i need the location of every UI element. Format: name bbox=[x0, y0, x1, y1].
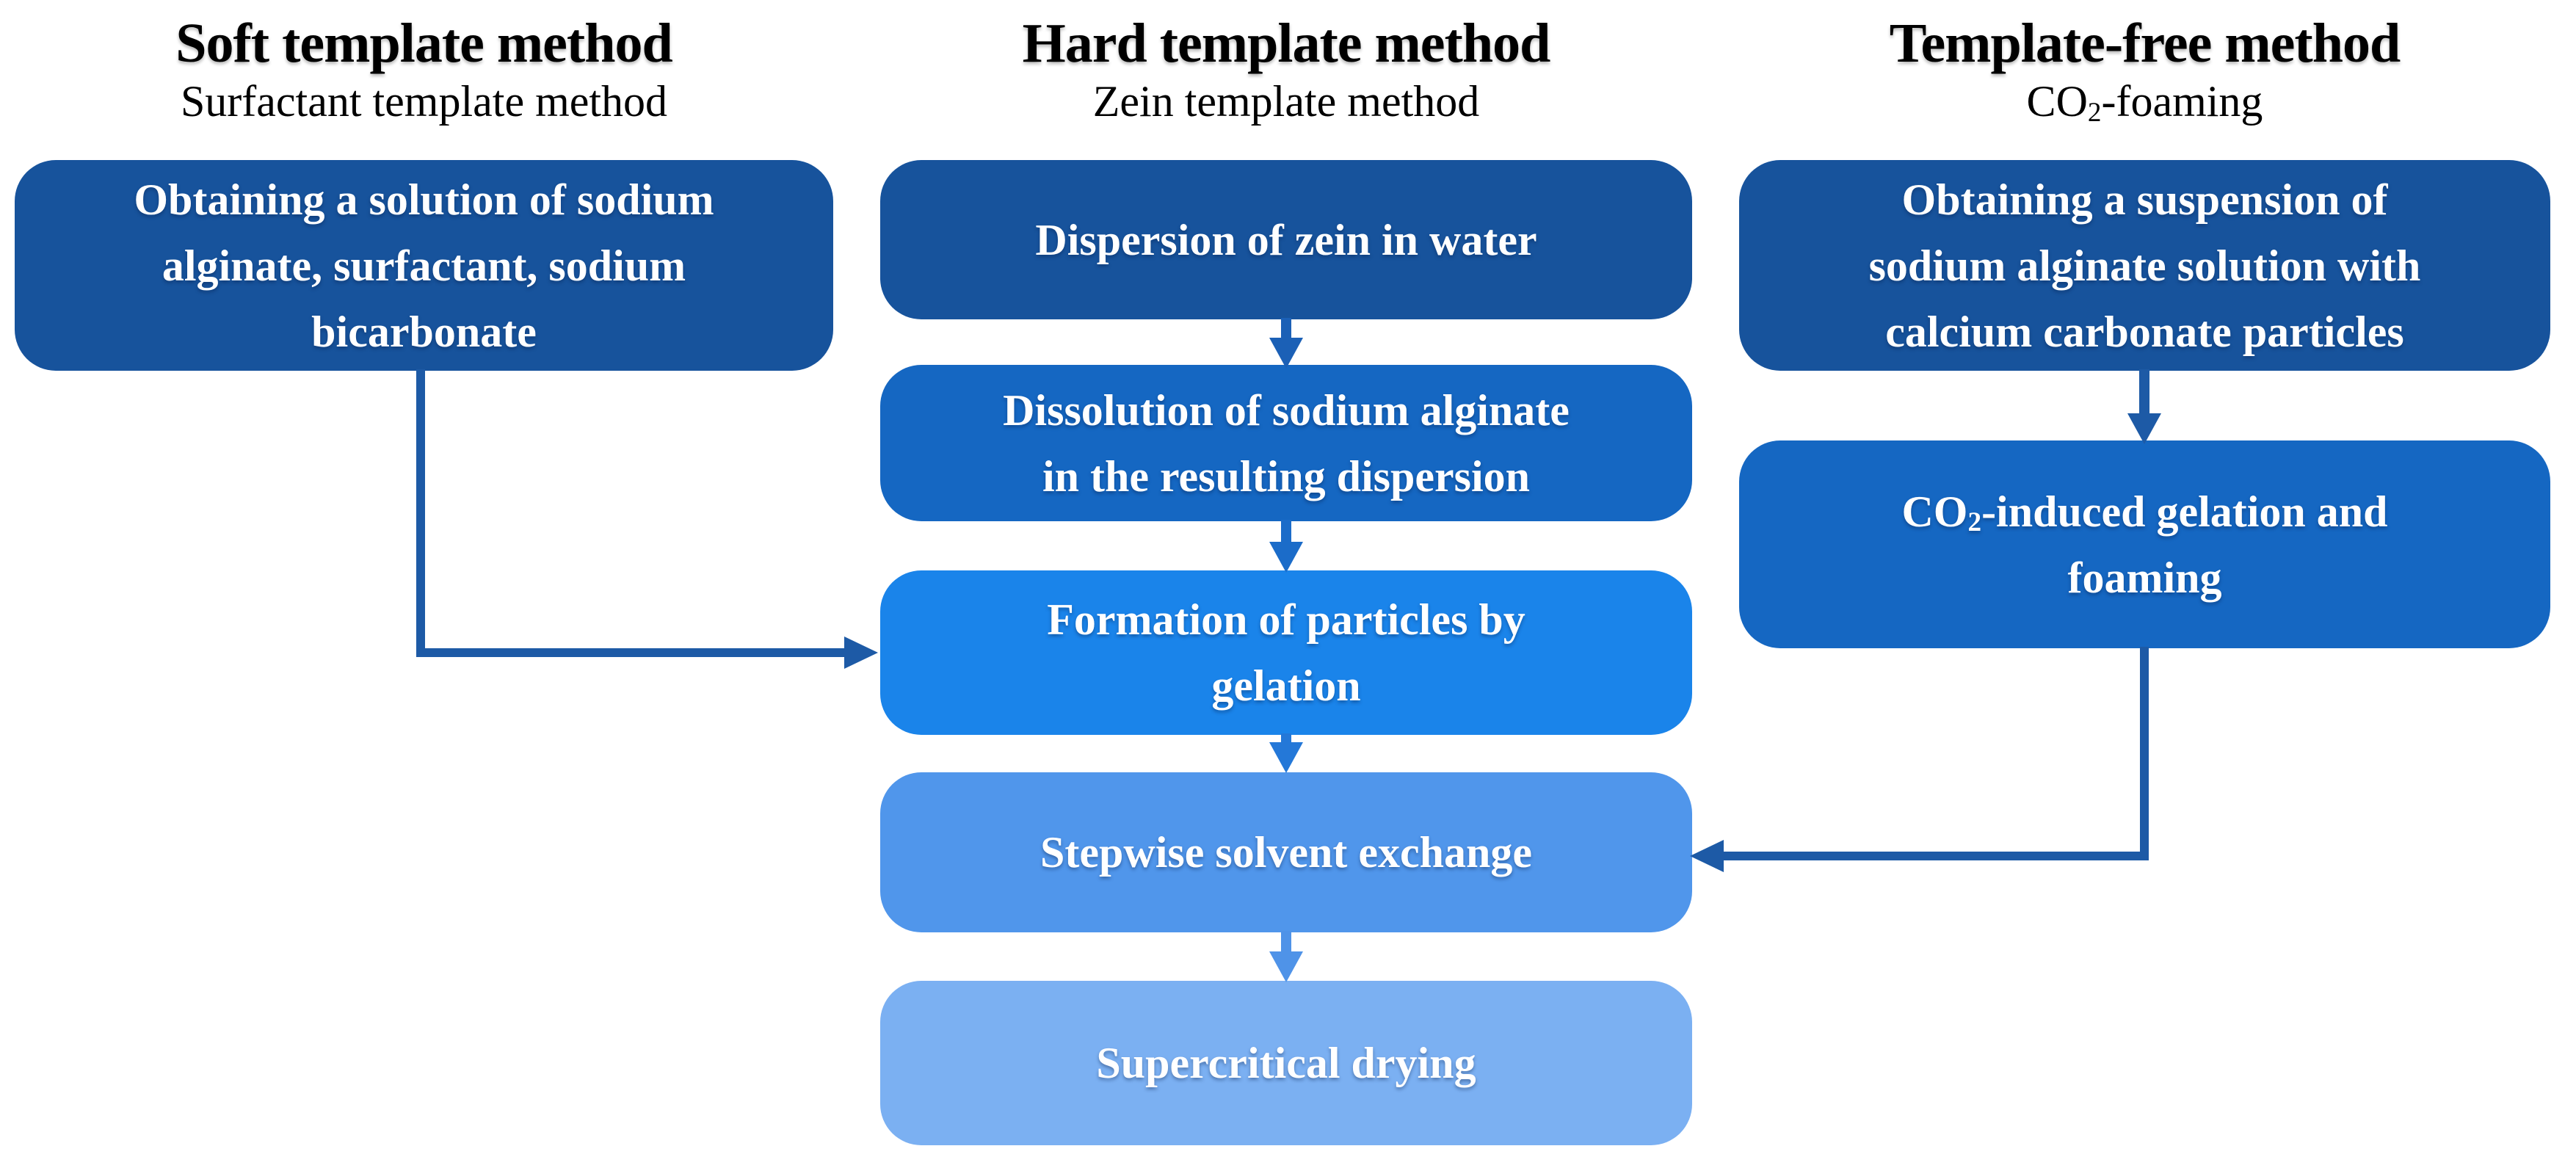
column-title-soft-template: Soft template method bbox=[175, 12, 673, 74]
arrow-m1-m2-shaft bbox=[1281, 318, 1291, 340]
box-text-line: gelation bbox=[1211, 661, 1361, 710]
box-text-line: CO2-induced gelation and bbox=[1901, 479, 2387, 545]
arrow-r1-r2-shaft bbox=[2139, 369, 2149, 415]
connector-left-arrowhead bbox=[844, 636, 878, 669]
box-text-line: Stepwise solvent exchange bbox=[1040, 828, 1532, 877]
arrow-m3-m4-arrowhead bbox=[1269, 742, 1303, 773]
box-text-line: alginate, surfactant, sodium bbox=[162, 241, 686, 290]
arrow-r1-r2-arrowhead bbox=[2127, 413, 2161, 444]
column-title-template-free: Template-free method bbox=[1889, 12, 2401, 74]
box-text-line: foaming bbox=[2067, 553, 2222, 602]
arrow-m2-m3-shaft bbox=[1281, 520, 1291, 543]
arrow-m1-m2-arrowhead bbox=[1269, 338, 1303, 369]
box-text-line: in the resulting dispersion bbox=[1042, 451, 1530, 501]
box-text-line: Dispersion of zein in water bbox=[1035, 215, 1537, 264]
box-obtaining-solution: Obtaining a solution of sodium alginate,… bbox=[15, 160, 833, 371]
box-dispersion-of-zein: Dispersion of zein in water bbox=[880, 160, 1692, 319]
box-text-line: sodium alginate solution with bbox=[1868, 241, 2421, 290]
co2-prefix: CO bbox=[2026, 77, 2088, 126]
column-header-soft-template: Soft template method Surfactant template… bbox=[15, 13, 833, 127]
arrow-m4-m5-shaft bbox=[1281, 931, 1291, 953]
box-formation-of-particles: Formation of particles by gelation bbox=[880, 570, 1692, 735]
arrow-m2-m3-arrowhead bbox=[1269, 542, 1303, 573]
connector-left-vertical bbox=[416, 369, 425, 657]
connector-right-vertical bbox=[2140, 647, 2149, 860]
box-text-line: Formation of particles by bbox=[1047, 595, 1525, 644]
box-obtaining-suspension: Obtaining a suspension of sodium alginat… bbox=[1739, 160, 2550, 371]
arrow-m3-m4-shaft bbox=[1281, 733, 1291, 744]
connector-right-arrowhead bbox=[1690, 840, 1724, 872]
connector-right-horizontal bbox=[1724, 852, 2149, 860]
box-text-line: Dissolution of sodium alginate bbox=[1003, 385, 1570, 435]
column-header-hard-template: Hard template method Zein template metho… bbox=[880, 13, 1692, 127]
arrow-m4-m5-arrowhead bbox=[1269, 951, 1303, 982]
box-text-line: Obtaining a suspension of bbox=[1901, 175, 2388, 224]
box-stepwise-solvent-exchange: Stepwise solvent exchange bbox=[880, 772, 1692, 932]
box-text-line: Obtaining a solution of sodium bbox=[134, 175, 714, 224]
column-subtitle-surfactant: Surfactant template method bbox=[180, 77, 668, 126]
box-text-line: calcium carbonate particles bbox=[1885, 307, 2404, 356]
column-header-template-free: Template-free method CO2-foaming bbox=[1739, 13, 2550, 127]
connector-left-horizontal bbox=[416, 648, 846, 657]
co2-suffix: -foaming bbox=[2101, 77, 2263, 126]
column-title-hard-template: Hard template method bbox=[1022, 12, 1551, 74]
co2-prefix: CO bbox=[1901, 487, 1968, 536]
box-text-line: bicarbonate bbox=[311, 307, 537, 356]
box-dissolution-sodium-alginate: Dissolution of sodium alginate in the re… bbox=[880, 365, 1692, 521]
co2-suffix: -induced gelation and bbox=[1981, 487, 2388, 536]
column-subtitle-co2-foaming: CO2-foaming bbox=[1739, 76, 2550, 127]
box-co2-induced-gelation: CO2-induced gelation and foaming bbox=[1739, 440, 2550, 648]
box-text-line: Supercritical drying bbox=[1096, 1039, 1476, 1087]
box-supercritical-drying: Supercritical drying bbox=[880, 981, 1692, 1145]
co2-subscript: 2 bbox=[1967, 507, 1982, 538]
co2-subscript: 2 bbox=[2087, 97, 2102, 128]
column-subtitle-zein: Zein template method bbox=[1092, 77, 1480, 126]
